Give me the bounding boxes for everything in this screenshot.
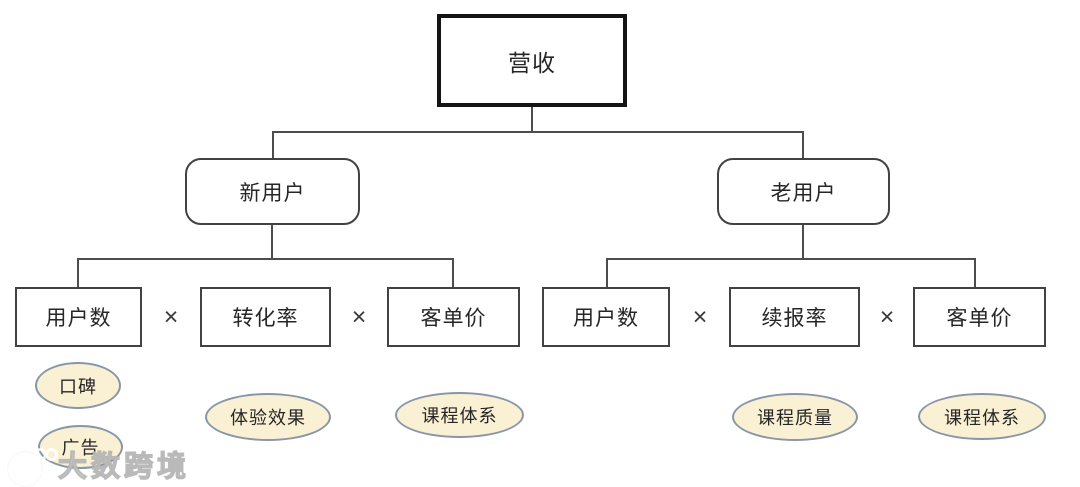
driver-ellipse-course-quality: 课程质量 — [732, 393, 858, 441]
driver-ellipse-course-system-right: 课程体系 — [918, 393, 1046, 440]
connector-new-users-down — [271, 225, 273, 259]
driver-ellipse-advertising: 广告 — [38, 425, 123, 469]
multiply-operator: × — [351, 302, 367, 331]
factor-node-new-user-count: 用户数 — [15, 287, 142, 347]
connector-left-horizontal — [77, 258, 454, 260]
old-users-node: 老用户 — [717, 158, 890, 225]
connector-to-right-user-count — [606, 258, 608, 287]
factor-node-new-order-value: 客单价 — [387, 287, 520, 347]
new-users-node: 新用户 — [185, 158, 360, 225]
connector-right-horizontal — [606, 258, 976, 260]
multiply-operator: × — [163, 302, 179, 331]
revenue-node: 营收 — [437, 14, 627, 107]
driver-ellipse-word-of-mouth: 口碑 — [35, 362, 121, 409]
connector-to-old-users — [802, 131, 804, 159]
factor-node-conversion-rate: 转化率 — [200, 287, 331, 347]
connector-root-down — [531, 107, 533, 131]
watermark-text: 大数跨境 — [57, 450, 191, 483]
factor-node-old-user-count: 用户数 — [542, 287, 670, 347]
crescent-logo-icon — [0, 444, 58, 487]
watermark: 大数跨境 — [0, 443, 191, 487]
driver-ellipse-experience-effect: 体验效果 — [205, 393, 331, 441]
factor-node-renewal-rate: 续报率 — [729, 287, 860, 347]
connector-to-left-order-value — [452, 258, 454, 287]
connector-top-horizontal — [272, 131, 804, 133]
factor-node-old-order-value: 客单价 — [913, 287, 1046, 347]
connector-to-new-users — [272, 131, 274, 159]
multiply-operator: × — [879, 302, 895, 331]
connector-old-users-down — [802, 225, 804, 259]
connector-to-left-user-count — [77, 258, 79, 287]
multiply-operator: × — [692, 302, 708, 331]
connector-to-right-order-value — [974, 258, 976, 287]
driver-ellipse-course-system-left: 课程体系 — [395, 392, 524, 438]
